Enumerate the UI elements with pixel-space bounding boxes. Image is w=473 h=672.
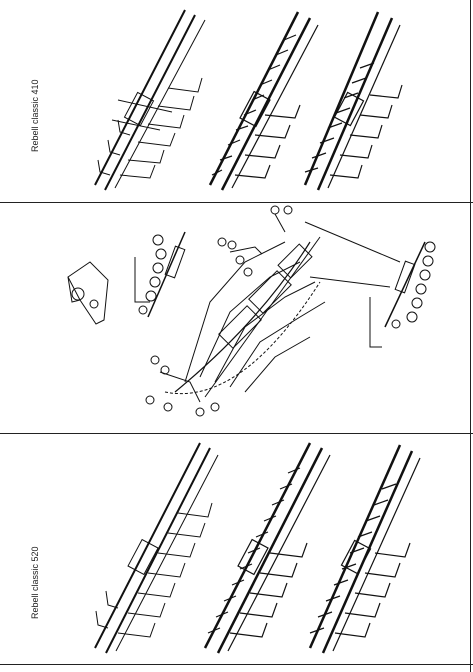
machine-drawing-3	[303, 11, 403, 191]
machine-illustrations	[94, 442, 421, 654]
center-callouts	[145, 205, 293, 417]
bracket-detail	[67, 261, 109, 325]
section-rebell-410: Rebell classic 410	[0, 0, 470, 202]
divider-line	[0, 202, 473, 203]
left-exploded-parts	[134, 231, 186, 318]
divider-line	[0, 433, 473, 434]
center-frame-assembly	[164, 236, 326, 398]
leader-line	[304, 221, 401, 263]
machine-drawing-2	[208, 11, 319, 191]
section-rebell-520: Rebell classic 520	[0, 433, 470, 664]
machine-drawing-1	[94, 9, 206, 191]
parts-diagram	[67, 205, 436, 417]
machine-drawing-2	[203, 442, 331, 654]
bottom-border	[0, 664, 473, 665]
machine-drawing-1	[94, 442, 219, 654]
machine-illustrations	[94, 9, 403, 191]
right-border	[470, 0, 471, 672]
machine-drawing-3	[308, 444, 421, 654]
right-exploded-parts	[369, 241, 436, 348]
section-parts-diagram	[0, 202, 470, 433]
leader-line	[309, 276, 391, 288]
